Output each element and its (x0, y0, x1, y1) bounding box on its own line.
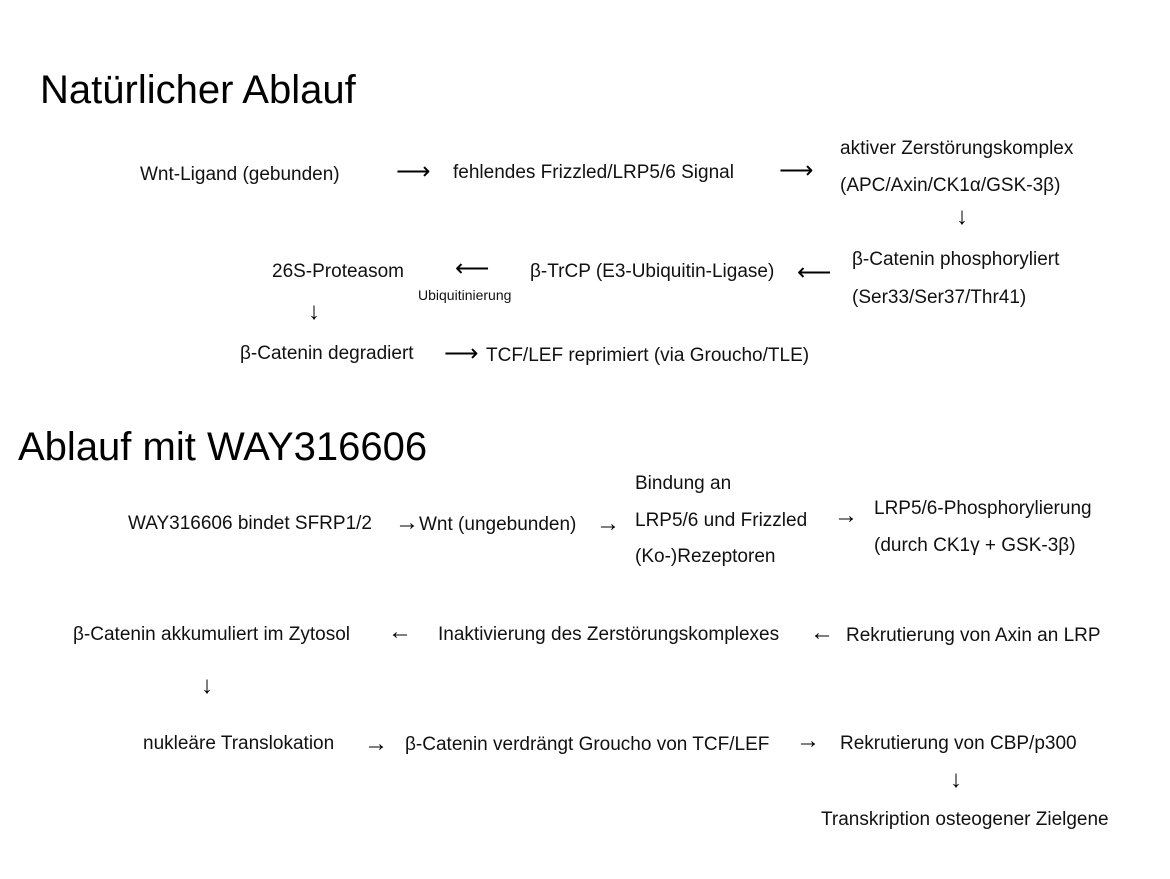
node-displaces: β-Catenin verdrängt Groucho von TCF/LEF (405, 734, 770, 755)
node-complex-line2: (APC/Axin/CK1α/GSK-3β) (840, 175, 1061, 196)
arrow-down-icon: ↓ (956, 203, 968, 230)
node-repressed: TCF/LEF reprimiert (via Groucho/TLE) (486, 345, 810, 366)
section2-heading: Ablauf mit WAY316606 (18, 425, 428, 469)
arrow-left-icon: ⟵ (455, 255, 490, 282)
node-wnt-ligand: Wnt-Ligand (gebunden) (140, 164, 340, 185)
arrow-right-icon: → (796, 727, 820, 754)
arrow-right-icon: → (596, 510, 620, 537)
arrow-right-icon: ⟶ (779, 157, 814, 184)
node-lrp-line2: (durch CK1γ + GSK-3β) (874, 535, 1076, 556)
node-accumulates: β-Catenin akkumuliert im Zytosol (73, 624, 351, 645)
arrow-right-icon: ⟶ (396, 158, 431, 185)
node-missing-signal: fehlendes Frizzled/LRP5/6 Signal (453, 162, 734, 183)
arrow-down-icon: ↓ (950, 766, 962, 793)
arrow-down-icon: ↓ (201, 672, 213, 699)
arrow-down-icon: ↓ (308, 298, 320, 325)
node-binding-line1: Bindung an (635, 473, 732, 494)
node-way-binds: WAY316606 bindet SFRP1/2 (128, 513, 372, 534)
node-axin-recruit: Rekrutierung von Axin an LRP (846, 625, 1101, 646)
arrow-right-icon: → (834, 502, 858, 529)
node-degraded: β-Catenin degradiert (240, 343, 414, 364)
node-inactivation: Inaktivierung des Zerstörungskomplexes (438, 624, 780, 645)
label-ubiquitination: Ubiquitinierung (418, 287, 512, 303)
section1-heading: Natürlicher Ablauf (40, 68, 356, 112)
node-phospho-line1: β-Catenin phosphoryliert (852, 249, 1060, 270)
node-binding-line2: LRP5/6 und Frizzled (635, 510, 808, 531)
node-lrp-line1: LRP5/6-Phosphorylierung (874, 498, 1092, 519)
arrow-left-icon: ← (810, 619, 834, 646)
node-complex-line1: aktiver Zerstörungskomplex (840, 138, 1074, 159)
node-proteasome: 26S-Proteasom (272, 261, 405, 282)
arrow-right-icon: ⟶ (444, 340, 479, 367)
node-cbp: Rekrutierung von CBP/p300 (840, 733, 1077, 754)
node-wnt-unbound: Wnt (ungebunden) (419, 514, 577, 535)
arrow-left-icon: ⟵ (797, 259, 832, 286)
arrow-right-icon: → (395, 509, 419, 536)
node-binding-line3: (Ko-)Rezeptoren (635, 546, 776, 567)
node-transcription: Transkription osteogener Zielgene (821, 809, 1109, 830)
arrow-left-icon: ← (388, 618, 412, 645)
node-trcp: β-TrCP (E3-Ubiquitin-Ligase) (530, 261, 775, 282)
node-phospho-line2: (Ser33/Ser37/Thr41) (852, 287, 1027, 308)
arrow-right-icon: → (364, 730, 388, 757)
node-nuclear: nukleäre Translokation (143, 733, 335, 754)
